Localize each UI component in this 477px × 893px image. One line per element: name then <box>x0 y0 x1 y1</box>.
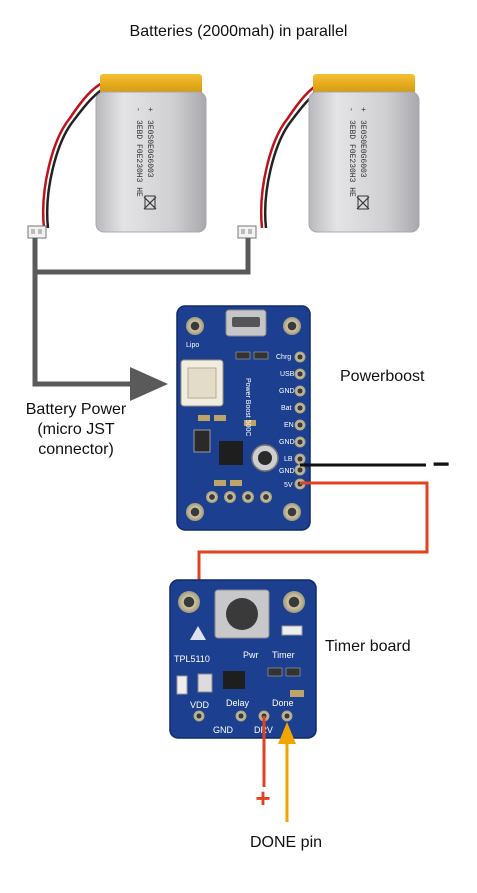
battery-1-marking-1: 3E0S0E0G6003 <box>145 120 154 178</box>
pb-lipo-label: Lipo <box>186 342 199 349</box>
pb-pin-label-4: EN <box>284 422 294 429</box>
pb-pin-label-1: USB <box>280 371 295 378</box>
powerboost-board: Chrg USB GND Bat EN GND LB GND 5V Lipo P… <box>177 306 310 530</box>
battery-2-marking-2: 3EBD F0E230H3 HE <box>347 120 356 197</box>
pb-pin-label-2: GND <box>279 388 295 395</box>
timer-pin-delay: Delay <box>226 698 250 708</box>
pb-pin-label-0: Chrg <box>276 354 291 361</box>
battery-1-plus-marking: + <box>145 107 154 112</box>
battery-power-arrowhead <box>130 367 168 401</box>
timer-pin-vdd: VDD <box>190 700 210 710</box>
battery-2-jst-plug <box>238 226 256 238</box>
battery-1-minus-marking: - <box>133 107 142 112</box>
timer-pwr-label: Pwr <box>243 650 259 660</box>
plus-symbol: + <box>255 783 270 813</box>
done-pin-label: DONE pin <box>250 833 322 853</box>
battery-2-minus-marking: - <box>346 107 355 112</box>
powerboost-label: Powerboost <box>340 367 425 387</box>
timer-pin-gnd: GND <box>213 725 234 735</box>
battery-1-marking-2: 3EBD F0E230H3 HE <box>134 120 143 197</box>
battery-1: 3E0S0E0G6003 3EBD F0E230H3 HE + - <box>28 74 206 238</box>
pb-pin-label-5: GND <box>279 439 295 446</box>
pb-pin-label-8: 5V <box>284 482 293 489</box>
battery-2: 3E0S0E0G6003 3EBD F0E230H3 HE + - <box>238 74 419 238</box>
minus-symbol: − <box>432 448 450 481</box>
timer-timer-label: Timer <box>272 650 295 660</box>
powerboost-chip <box>219 441 243 465</box>
timer-pin-done: Done <box>272 698 294 708</box>
battery-1-jst-plug <box>28 226 46 238</box>
timer-board: TPL5110 Pwr Timer VDD Delay Done GND DRV <box>170 580 316 738</box>
battery-2-plus-marking: + <box>358 107 367 112</box>
battery-2-marking-1: 3E0S0E0G6003 <box>358 120 367 178</box>
timer-chip-label: TPL5110 <box>174 654 210 664</box>
timer-trimpot <box>198 674 212 692</box>
pb-pin-label-7: GND <box>279 468 295 475</box>
pb-pin-label-3: Bat <box>281 405 292 412</box>
timer-chip <box>223 671 245 689</box>
timer-board-label: Timer board <box>325 637 411 657</box>
pb-pin-label-6: LB <box>284 456 293 463</box>
battery-power-label: Battery Power (micro JST connector) <box>24 400 128 460</box>
pb-board-name: Power Boost 500C <box>244 378 251 436</box>
